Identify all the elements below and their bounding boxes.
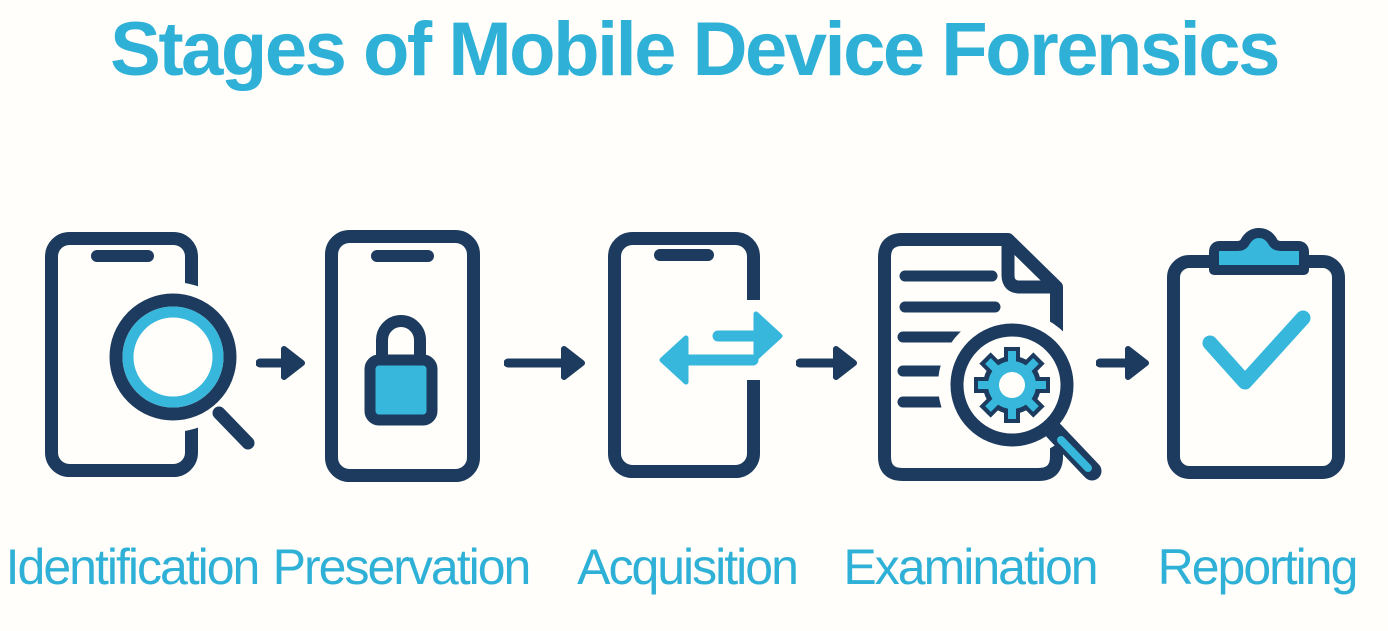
- stage-label-reporting: Reporting: [1157, 539, 1359, 595]
- document-outline: [878, 233, 1063, 481]
- gear-icon: [974, 347, 1050, 423]
- magnifier-lens-ring: [122, 306, 224, 408]
- stage-label-acquisition: Acquisition: [577, 539, 799, 595]
- page-title: Stages of Mobile Device Forensics: [110, 7, 1280, 92]
- stage-label-preservation: Preservation: [272, 539, 532, 595]
- stage-label-examination: Examination: [843, 539, 1098, 595]
- arrow-right-icon: [1096, 346, 1149, 380]
- phone-lock-icon: [325, 230, 480, 482]
- arrow-right-icon: [504, 346, 585, 380]
- magnifier-handle: [212, 406, 255, 450]
- lock-body: [364, 354, 438, 426]
- magnifier-handle-stripe: [1057, 436, 1092, 472]
- clipboard-check-icon: [1167, 228, 1345, 479]
- arrow-right-icon: [256, 346, 305, 380]
- document-text-lines: [897, 270, 1001, 408]
- phone-magnifier-icon: [45, 232, 255, 477]
- checkmark-icon: [1202, 310, 1311, 390]
- transfer-arrow-right: [712, 311, 783, 361]
- transfer-arrow-left: [659, 335, 759, 385]
- document-magnifier-gear-icon: [878, 233, 1102, 481]
- document-fold: [1001, 239, 1057, 294]
- arrow-right-icon: [796, 346, 857, 380]
- phone-transfer-arrows-icon: [608, 232, 783, 478]
- stage-label-identification: Identification: [5, 539, 261, 595]
- lock-shackle: [376, 315, 426, 360]
- clipboard-clip: [1209, 228, 1309, 275]
- phone-body: [325, 230, 480, 482]
